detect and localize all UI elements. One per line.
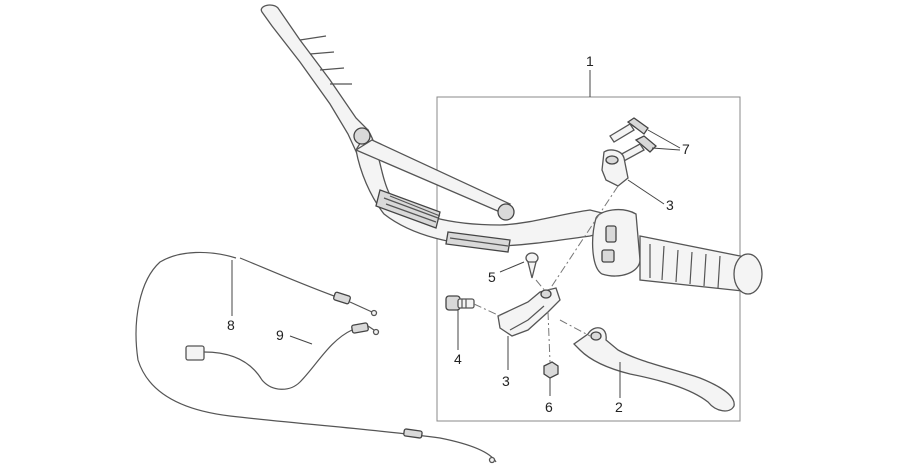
callout-1: 1 <box>586 53 594 69</box>
handlebar <box>260 4 611 253</box>
lever-bracket <box>497 287 561 337</box>
callout-3-lower: 3 <box>502 373 510 389</box>
pivot-screw <box>525 252 539 279</box>
callout-9: 9 <box>276 327 284 343</box>
assembly-lines <box>473 185 619 363</box>
callout-5: 5 <box>488 269 496 285</box>
bolts <box>609 117 657 163</box>
grip-assembly <box>591 208 763 295</box>
callout-3-upper: 3 <box>666 197 674 213</box>
cable-adjuster <box>445 295 475 311</box>
callout-4: 4 <box>454 351 462 367</box>
callout-2: 2 <box>615 399 623 415</box>
upper-clamp <box>601 149 629 187</box>
callout-8: 8 <box>227 317 235 333</box>
leader-lines <box>231 70 681 398</box>
clutch-lever <box>572 327 735 412</box>
callout-6: 6 <box>545 399 553 415</box>
clamp-bolt-left <box>353 127 371 145</box>
clutch-cable <box>135 251 497 464</box>
callout-7: 7 <box>682 141 690 157</box>
nut <box>543 361 559 379</box>
clamp-bolt-right <box>497 203 515 221</box>
switch-cable <box>185 322 380 390</box>
